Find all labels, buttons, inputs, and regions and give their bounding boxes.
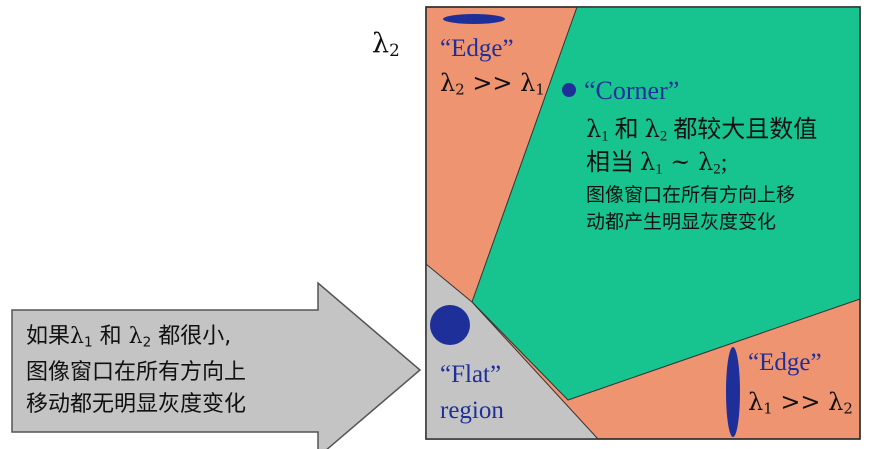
flat-title: “Flat”: [440, 361, 502, 388]
rel-subscript: 1: [535, 80, 545, 99]
flat-circle: [430, 305, 470, 345]
corner-title: “Corner”: [584, 76, 680, 105]
lambda-symbol: λ: [586, 115, 602, 143]
lambda-subscript: 1: [601, 128, 609, 145]
rel-symbol: λ: [520, 69, 536, 97]
corner-line-1-rest: 都较大且数值: [667, 117, 818, 143]
conjunction-text: 和: [608, 117, 645, 143]
lambda-symbol: λ: [640, 148, 656, 176]
vertical-edge-ellipse: [726, 347, 740, 437]
corner-line-4: 动都产生明显灰度变化: [586, 211, 777, 233]
rel-subscript: 1: [763, 399, 773, 418]
callout-line-1-rest: 都很小,: [151, 324, 232, 349]
corner-line-2: 相当 λ1 ~ λ2;: [586, 148, 728, 178]
axis-label: λ2: [372, 28, 400, 61]
callout-line-3: 移动都无明显灰度变化: [26, 392, 247, 417]
lambda-subscript: 2: [659, 128, 668, 145]
lambda-subscript: 2: [142, 334, 152, 351]
axis-subscript: 2: [389, 40, 400, 61]
rel-subscript: 2: [455, 80, 465, 99]
rel-symbol: λ: [440, 69, 456, 97]
edge-top-title: “Edge”: [440, 35, 514, 62]
rel-symbol: λ: [828, 388, 844, 416]
horizontal-edge-ellipse: [443, 14, 505, 24]
lambda-subscript: 1: [655, 161, 663, 178]
rel-operator: >>: [772, 388, 829, 416]
semicolon: ;: [720, 150, 728, 176]
corner-line-1: λ1 和 λ2 都较大且数值: [586, 115, 818, 145]
rel-symbol: λ: [748, 388, 764, 416]
callout-arrow-shape: [11, 281, 422, 449]
edge-bottom-title: “Edge”: [748, 349, 822, 376]
rel-operator: >>: [464, 69, 521, 97]
tilde-operator: ~: [662, 148, 699, 176]
callout-prefix: 如果: [26, 324, 71, 349]
edge-top-relation: λ2 >> λ1: [440, 69, 545, 97]
flat-subtitle: region: [440, 397, 504, 424]
lambda-subscript: 2: [713, 161, 721, 178]
corner-line-2-prefix: 相当: [586, 150, 640, 176]
lambda-symbol: λ: [644, 115, 660, 143]
edge-bottom-relation: λ1 >> λ2: [748, 388, 853, 416]
axis-symbol: λ: [372, 28, 390, 59]
lambda-symbol: λ: [128, 324, 143, 349]
callout-line-1: 如果λ1 和 λ2 都很小,: [26, 324, 232, 351]
corner-line-3: 图像窗口在所有方向上移: [586, 184, 796, 206]
lambda-subscript: 1: [83, 334, 93, 351]
lambda-symbol: λ: [70, 324, 84, 349]
plot-border: [425, 6, 861, 440]
corner-dot: [562, 83, 576, 97]
lambda-symbol: λ: [698, 148, 714, 176]
conjunction-text: 和: [92, 324, 129, 349]
callout-line-2: 图像窗口在所有方向上: [26, 360, 247, 385]
rel-subscript: 2: [843, 399, 853, 418]
